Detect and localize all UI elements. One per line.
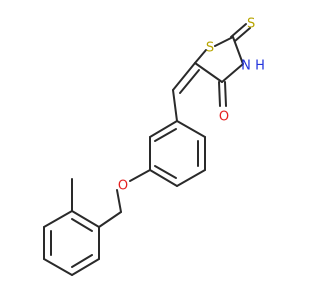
- atom-label-n-ring: N: [241, 59, 251, 74]
- bond-n-c4: [221, 63, 244, 83]
- molecule-canvas: S S N H O O: [43, 17, 265, 276]
- atom-label-h-on-n: H: [255, 59, 265, 74]
- bond-ring2-a: [71, 210, 100, 228]
- bond-c2-s-thioxo-b: [234, 27, 251, 42]
- thiazolidinone-ring: [194, 36, 244, 83]
- benzene-ring-lower: [43, 210, 100, 276]
- thioxo-double-bond: [230, 23, 251, 42]
- bond-c5-ch-b: [179, 69, 200, 94]
- bond-ch2-aryl: [98, 211, 122, 228]
- bond-c5-ch-a: [172, 62, 196, 91]
- bond-ring2-inner-1: [71, 218, 93, 232]
- atom-label-s-thioxo: S: [247, 17, 255, 32]
- bond-c4-o-a: [218, 81, 221, 107]
- bond-ring2-b: [43, 210, 73, 228]
- bond-ch-aryl: [172, 89, 178, 122]
- bond-ring2-d: [43, 258, 73, 276]
- carbonyl-double-bond: [218, 81, 227, 107]
- molecule-structure: S S N H O O: [43, 17, 265, 276]
- bond-c5-s: [194, 49, 207, 64]
- bond-aryl-o: [129, 169, 151, 182]
- bond-ring1-d: [176, 169, 206, 187]
- bond-ring1-inner-2: [154, 165, 177, 179]
- bond-ring1-a: [149, 120, 178, 138]
- bond-s-c2: [214, 36, 234, 47]
- bond-c4-c5: [194, 62, 223, 83]
- atom-label-o-ether: O: [118, 179, 128, 194]
- bond-ring1-c: [149, 169, 178, 187]
- bond-ring1-inner-1: [154, 128, 177, 142]
- benzene-ring-upper: [149, 120, 206, 187]
- bond-ring2-inner-3: [71, 254, 93, 268]
- exocyclic-double-bond: [172, 62, 200, 94]
- bond-ring2-e: [71, 258, 100, 276]
- bond-c2-s-thioxo-a: [230, 23, 247, 38]
- bond-ring1-f: [176, 120, 206, 138]
- bond-o-ch2: [116, 189, 122, 213]
- bond-c4-o-b: [224, 81, 227, 107]
- atom-label-o-carbonyl: O: [219, 110, 229, 125]
- atom-label-s-ring: S: [206, 41, 214, 56]
